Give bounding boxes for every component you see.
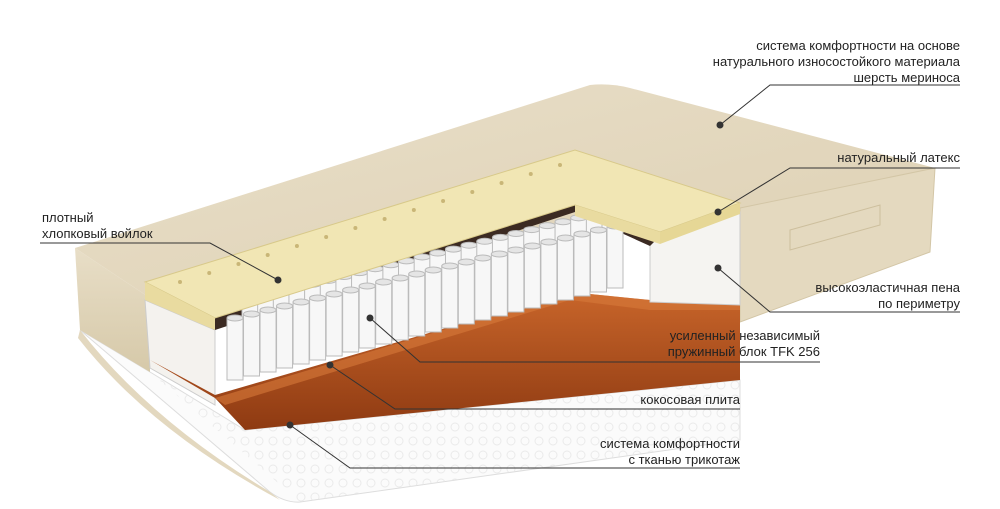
label-line: система комфортности на основе [756, 38, 960, 53]
label-merino-wool: система комфортности на основе натуральн… [713, 38, 960, 86]
spring [259, 306, 277, 373]
label-line: высокоэластичная пена [815, 280, 960, 295]
spring [507, 246, 525, 313]
spring-block [226, 206, 624, 381]
spring [556, 234, 574, 301]
spring [243, 310, 261, 377]
mattress-side-left [75, 248, 150, 372]
spring [292, 298, 310, 365]
label-line: шерсть мериноса [853, 70, 960, 85]
label-felt: плотный хлопковый войлок [42, 210, 153, 242]
spring [573, 230, 591, 297]
spring [391, 274, 409, 341]
spring [342, 286, 360, 353]
spring [540, 238, 558, 305]
spring [474, 254, 492, 321]
label-line: пружинный блок TFK 256 [667, 344, 820, 359]
spring [523, 242, 541, 309]
spring [490, 250, 508, 317]
label-knit: система комфортности с тканью трикотаж [600, 436, 740, 468]
label-line: натуральный латекс [837, 150, 960, 165]
label-line: кокосовая плита [640, 392, 740, 407]
label-line: система комфортности [599, 436, 740, 451]
spring [226, 314, 244, 381]
label-line: натурального износостойкого материала [712, 54, 960, 69]
label-line: хлопковый войлок [42, 226, 153, 241]
spring [309, 294, 327, 361]
spring [276, 302, 294, 369]
spring [606, 222, 624, 289]
label-foam: высокоэластичная пена по периметру [815, 280, 960, 312]
label-line: плотный [42, 210, 94, 225]
label-line: по периметру [878, 296, 960, 311]
spring [441, 262, 459, 329]
spring [358, 282, 376, 349]
leader-dots [274, 121, 724, 429]
spring [424, 266, 442, 333]
label-line: усиленный независимый [669, 328, 820, 343]
leader-lines [40, 84, 960, 469]
spring [375, 278, 393, 345]
spring [325, 290, 343, 357]
label-line: с тканью трикотаж [628, 452, 740, 467]
label-latex: натуральный латекс [837, 150, 960, 166]
label-coconut: кокосовая плита [640, 392, 740, 408]
spring [457, 258, 475, 325]
label-springs: усиленный независимый пружинный блок TFK… [668, 328, 820, 360]
coconut-layer [150, 292, 740, 430]
spring [589, 226, 607, 293]
spring [408, 270, 426, 337]
